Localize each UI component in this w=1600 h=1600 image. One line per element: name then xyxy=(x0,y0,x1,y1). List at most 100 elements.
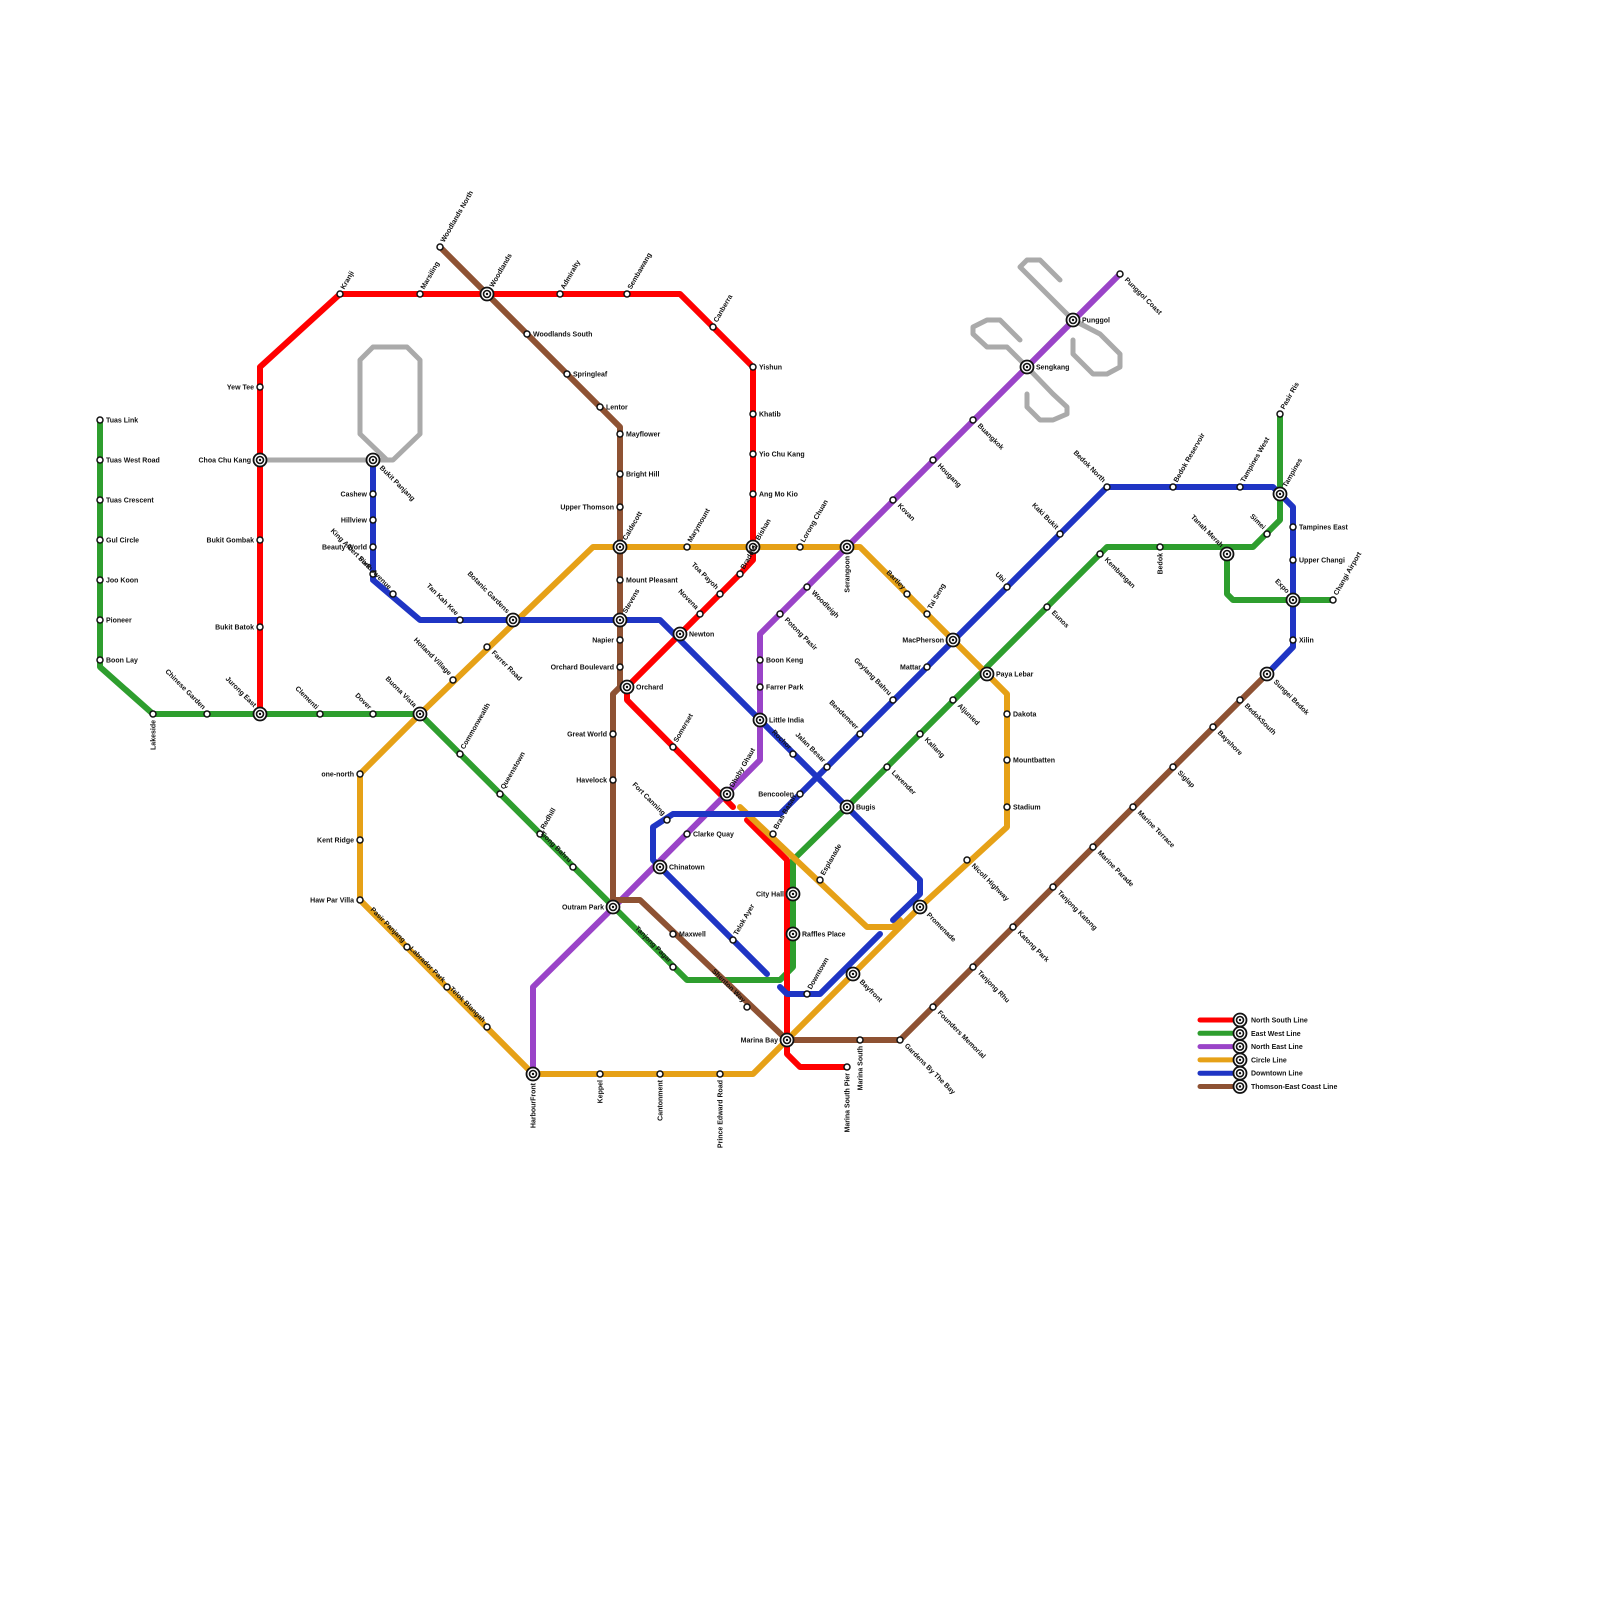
station-marine-terrace[interactable]: Marine Terrace xyxy=(1130,804,1176,850)
station-tan-kah-kee[interactable]: Tan Kah Kee xyxy=(425,583,463,623)
station-mayflower[interactable]: Mayflower xyxy=(617,431,661,439)
station-kembangan[interactable]: Kembangan xyxy=(1097,551,1136,590)
station-bedok[interactable]: Bedok xyxy=(1157,544,1165,574)
station-tampines-west[interactable]: Tampines West xyxy=(1237,436,1272,490)
station-toa-payoh[interactable]: Toa Payoh xyxy=(690,562,723,597)
station-potong-pasir[interactable]: Potong Pasir xyxy=(777,611,818,652)
station-mattar[interactable]: Mattar xyxy=(900,664,930,672)
station-esplanade[interactable]: Esplanade xyxy=(817,843,843,883)
station-shenton-way[interactable]: Shenton Way xyxy=(710,968,750,1010)
station-joo-koon[interactable]: Joo Koon xyxy=(97,577,138,585)
station-commonwealth[interactable]: Commonwealth xyxy=(457,702,492,757)
station-mountbatten[interactable]: Mountbatten xyxy=(1004,757,1055,765)
station-siglap[interactable]: Siglap xyxy=(1170,764,1196,789)
station-marine-parade[interactable]: Marine Parade xyxy=(1090,844,1135,889)
station-gul-circle[interactable]: Gul Circle xyxy=(97,537,139,545)
station-khatib[interactable]: Khatib xyxy=(750,411,781,419)
station-punggol-coast[interactable]: Punggol Coast xyxy=(1117,271,1163,317)
station-rochor[interactable]: Rochor xyxy=(770,729,796,757)
station-tanjong-katong[interactable]: Tanjong Katong xyxy=(1050,884,1098,932)
station-ang-mo-kio[interactable]: Ang Mo Kio xyxy=(750,491,798,499)
station-somerset[interactable]: Somerset xyxy=(670,712,695,750)
station-bayfront[interactable]: Bayfront xyxy=(847,968,884,1005)
station-canberra[interactable]: Canberra xyxy=(710,294,734,330)
station-raffles-place[interactable]: Raffles Place xyxy=(787,928,846,941)
station-bugis[interactable]: Bugis xyxy=(841,801,876,814)
station-tuas-link[interactable]: Tuas Link xyxy=(97,417,138,425)
station-bendemeer[interactable]: Bendemeer xyxy=(827,699,863,737)
station-kaki-bukit[interactable]: Kaki Bukit xyxy=(1030,502,1063,537)
station-harbourfront[interactable]: HarbourFront xyxy=(527,1068,540,1129)
station-macpherson[interactable]: MacPherson xyxy=(902,634,959,647)
station-outram-park[interactable]: Outram Park xyxy=(562,901,620,914)
station-xilin[interactable]: Xilin xyxy=(1290,637,1314,645)
station-kallang[interactable]: Kallang xyxy=(917,731,946,760)
station-bukit-gombak[interactable]: Bukit Gombak xyxy=(207,537,263,545)
station-bright-hill[interactable]: Bright Hill xyxy=(617,471,659,479)
station-pasir-ris[interactable]: Pasir Ris xyxy=(1277,381,1301,417)
station-bedok-south[interactable]: BedokSouth xyxy=(1237,697,1277,737)
station-tuas-west-road[interactable]: Tuas West Road xyxy=(97,457,160,465)
station-mount-pleasant[interactable]: Mount Pleasant xyxy=(617,577,678,585)
station-upper-changi[interactable]: Upper Changi xyxy=(1290,557,1345,565)
station-marina-bay[interactable]: Marina Bay xyxy=(741,1034,794,1047)
station-sengkang[interactable]: Sengkang xyxy=(1021,361,1070,374)
station-dhoby-ghaut[interactable]: Dhoby Ghaut xyxy=(721,747,758,801)
station-chinatown[interactable]: Chinatown xyxy=(654,861,705,874)
station-ubi[interactable]: Ubi xyxy=(993,571,1010,590)
station-tuas-crescent[interactable]: Tuas Crescent xyxy=(97,497,154,505)
station-bukit-batok[interactable]: Bukit Batok xyxy=(215,624,263,632)
station-city-hall[interactable]: City Hall xyxy=(756,888,800,901)
station-marina-south[interactable]: Marina South xyxy=(857,1037,865,1090)
station-founders-memorial[interactable]: Founders Memorial xyxy=(930,1004,986,1060)
station-yio-chu-kang[interactable]: Yio Chu Kang xyxy=(750,451,805,459)
station-napier[interactable]: Napier xyxy=(592,637,623,645)
station-simei[interactable]: Simei xyxy=(1248,513,1270,537)
station-eunos[interactable]: Eunos xyxy=(1044,604,1070,630)
station-buangkok[interactable]: Buangkok xyxy=(970,417,1005,452)
station-chinese-garden[interactable]: Chinese Garden xyxy=(163,668,210,717)
station-hougang[interactable]: Hougang xyxy=(930,457,962,489)
station-upper-thomson[interactable]: Upper Thomson xyxy=(560,504,623,512)
station-haw-par-villa[interactable]: Haw Par Villa xyxy=(310,897,363,905)
station-bedok-reservoir[interactable]: Bedok Reservoir xyxy=(1170,432,1207,490)
station-farrer-park[interactable]: Farrer Park xyxy=(757,684,803,692)
station-tampines-east[interactable]: Tampines East xyxy=(1290,524,1349,532)
station-choa-chu-kang[interactable]: Choa Chu Kang xyxy=(199,454,267,467)
station-telok-ayer[interactable]: Telok Ayer xyxy=(730,903,756,943)
station-sungei-bedok[interactable]: Sungei Bedok xyxy=(1261,668,1310,717)
station-orchard[interactable]: Orchard xyxy=(621,681,664,694)
station-great-world[interactable]: Great World xyxy=(567,731,616,739)
station-bartley[interactable]: Bartley xyxy=(885,569,910,597)
station-woodleigh[interactable]: Woodleigh xyxy=(804,584,840,620)
station-cantonment[interactable]: Cantonment xyxy=(657,1071,665,1121)
station-gardens-by-the-bay[interactable]: Gardens By The Bay xyxy=(897,1037,956,1096)
station-punggol[interactable]: Punggol xyxy=(1067,314,1111,327)
station-little-india[interactable]: Little India xyxy=(754,714,805,727)
station-katong-park[interactable]: Katong Park xyxy=(1010,924,1050,964)
station-aljunied[interactable]: Aljunied xyxy=(950,697,980,727)
station-kovan[interactable]: Kovan xyxy=(890,497,916,523)
station-bedok-north[interactable]: Bedok North xyxy=(1072,450,1110,490)
station-tanah-merah[interactable]: Tanah Merah xyxy=(1189,514,1233,560)
station-one-north[interactable]: one-north xyxy=(321,771,363,779)
station-bayshore[interactable]: Bayshore xyxy=(1210,724,1243,757)
station-geylang-bahru[interactable]: Geylang Bahru xyxy=(852,657,896,703)
station-holland-village[interactable]: Holland Village xyxy=(412,637,456,683)
station-marina-south-pier[interactable]: Marina South Pier xyxy=(844,1064,852,1133)
station-sembawang[interactable]: Sembawang xyxy=(624,252,653,297)
station-lavender[interactable]: Lavender xyxy=(884,764,917,797)
station-orchard-boulevard[interactable]: Orchard Boulevard xyxy=(551,664,623,672)
station-serangoon[interactable]: Serangoon xyxy=(841,541,854,593)
station-tanjong-rhu[interactable]: Tanjong Rhu xyxy=(970,964,1011,1004)
station-woodlands-south[interactable]: Woodlands South xyxy=(524,331,592,339)
station-newton[interactable]: Newton xyxy=(674,628,715,641)
station-prince-edward-road[interactable]: Prince Edward Road xyxy=(717,1071,725,1148)
station-tai-seng[interactable]: Tai Seng xyxy=(924,582,947,617)
station-marymount[interactable]: Marymount xyxy=(684,507,712,550)
station-queenstown[interactable]: Queenstown xyxy=(497,751,527,797)
station-boon-keng[interactable]: Boon Keng xyxy=(757,657,803,665)
station-novena[interactable]: Novena xyxy=(676,588,703,617)
station-boon-lay[interactable]: Boon Lay xyxy=(97,657,138,665)
station-kent-ridge[interactable]: Kent Ridge xyxy=(317,837,363,845)
